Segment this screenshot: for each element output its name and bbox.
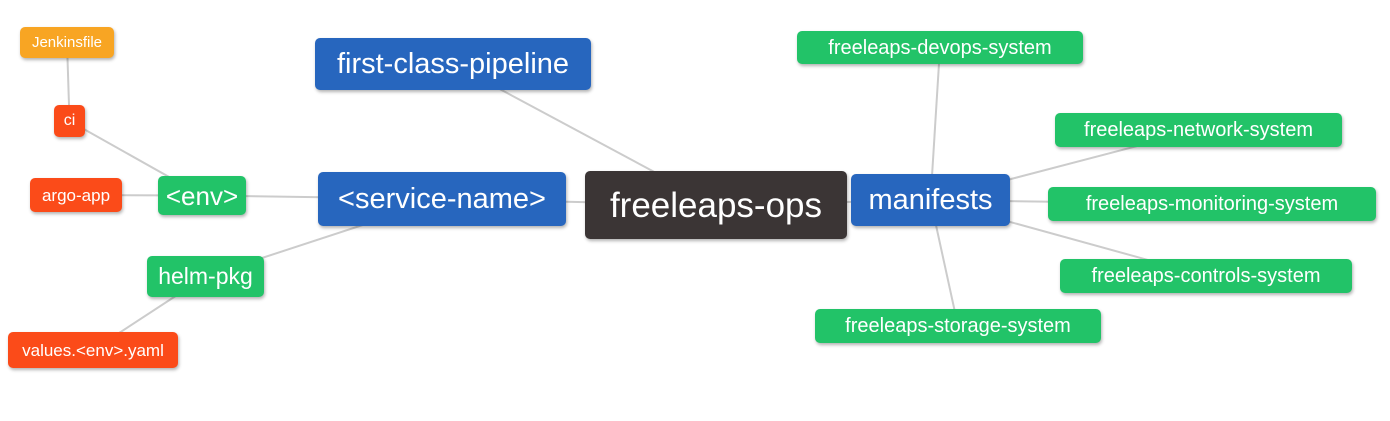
node-label: Jenkinsfile	[31, 34, 103, 51]
node-label: values.<env>.yaml	[22, 340, 164, 360]
node-ci[interactable]: ci	[54, 105, 85, 137]
node-devops-system[interactable]: freeleaps-devops-system	[797, 31, 1083, 64]
node-freeleaps-ops[interactable]: freeleaps-ops	[585, 171, 847, 239]
node-controls-system[interactable]: freeleaps-controls-system	[1060, 259, 1352, 293]
node-monitoring-system[interactable]: freeleaps-monitoring-system	[1048, 187, 1376, 221]
node-manifests[interactable]: manifests	[851, 174, 1010, 226]
node-label: freeleaps-network-system	[1084, 119, 1313, 141]
node-argo-app[interactable]: argo-app	[30, 178, 122, 212]
node-jenkinsfile[interactable]: Jenkinsfile	[20, 27, 114, 58]
node-service-name[interactable]: <service-name>	[318, 172, 566, 226]
node-label: helm-pkg	[158, 263, 253, 289]
node-label: manifests	[868, 183, 993, 216]
node-label: freeleaps-ops	[609, 185, 823, 225]
node-label: freeleaps-controls-system	[1091, 265, 1321, 287]
node-label: freeleaps-storage-system	[845, 315, 1071, 337]
node-label: ci	[63, 112, 76, 129]
node-label: first-class-pipeline	[336, 47, 570, 80]
node-env[interactable]: <env>	[158, 176, 246, 215]
node-first-class-pipeline[interactable]: first-class-pipeline	[315, 38, 591, 90]
node-label: freeleaps-devops-system	[828, 36, 1052, 59]
node-storage-system[interactable]: freeleaps-storage-system	[815, 309, 1101, 343]
node-label: <env>	[165, 180, 239, 211]
node-label: freeleaps-monitoring-system	[1085, 193, 1339, 215]
node-helm-pkg[interactable]: helm-pkg	[147, 256, 264, 297]
node-values-env-yaml[interactable]: values.<env>.yaml	[8, 332, 178, 368]
node-label: argo-app	[41, 185, 111, 205]
node-label: <service-name>	[338, 182, 546, 215]
node-network-system[interactable]: freeleaps-network-system	[1055, 113, 1342, 147]
